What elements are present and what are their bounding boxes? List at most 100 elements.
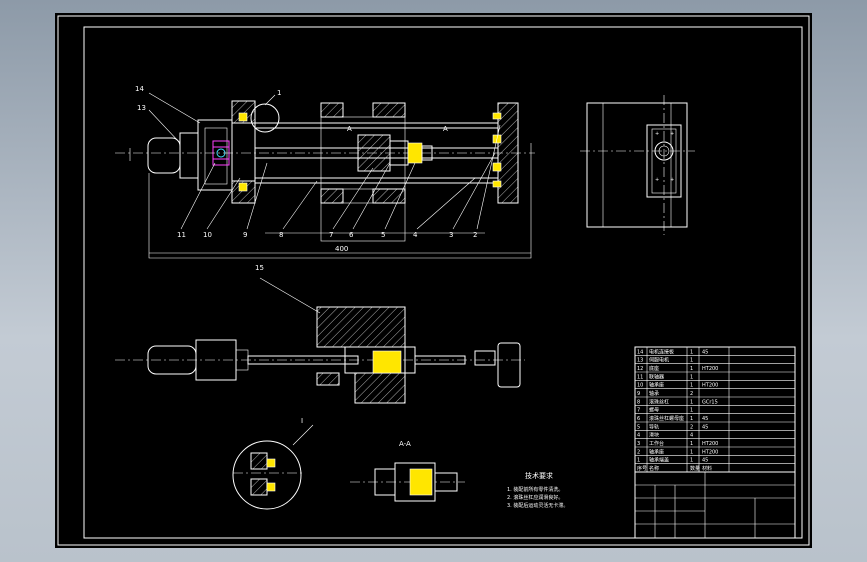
bom-cell: 轴承端盖 bbox=[649, 457, 669, 464]
bom-cell: 12 bbox=[637, 366, 643, 372]
bom-cell: GCr15 bbox=[702, 399, 718, 405]
svg-text:+: + bbox=[655, 131, 659, 137]
callout-11: 11 bbox=[177, 231, 186, 239]
callout-14: 14 bbox=[135, 85, 144, 93]
bom-cell: 11 bbox=[637, 374, 643, 380]
section-view: 15 bbox=[115, 264, 525, 404]
svg-text:+: + bbox=[655, 177, 659, 183]
tech-title: 技术要求 bbox=[525, 471, 553, 480]
bom-cell: 9 bbox=[637, 391, 640, 397]
bom-cell: 轴承座 bbox=[649, 448, 664, 455]
callout-3: 3 bbox=[449, 231, 453, 239]
tech-note-1: 1. 装配前所有零件清洗。 bbox=[507, 486, 563, 493]
tech-note-2: 2. 滚珠丝杠应润滑良好。 bbox=[507, 494, 563, 501]
outer-border bbox=[57, 15, 810, 546]
bom-cell: 45 bbox=[702, 416, 708, 422]
bom-cell: HT200 bbox=[702, 449, 718, 455]
drawing-canvas[interactable]: 400 A A 14 13 1 11 10 9 8 7 6 5 4 3 2 bbox=[55, 13, 812, 548]
drawing-sheet: 400 A A 14 13 1 11 10 9 8 7 6 5 4 3 2 bbox=[55, 13, 812, 548]
bom-header-cell: 序号 bbox=[637, 465, 647, 472]
callout-5: 5 bbox=[381, 231, 385, 239]
callout-2: 2 bbox=[473, 231, 477, 239]
callout-9: 9 bbox=[243, 231, 247, 239]
callout-10: 10 bbox=[203, 231, 212, 239]
bom-cell: HT200 bbox=[702, 383, 718, 389]
inner-frame bbox=[83, 26, 803, 539]
bom-cell: 联轴器 bbox=[649, 373, 664, 380]
bom-cell: 45 bbox=[702, 458, 708, 464]
bom-cell: 4 bbox=[637, 433, 640, 439]
bom-cell: 4 bbox=[690, 433, 693, 439]
bom-header-cell: 名称 bbox=[649, 465, 659, 472]
bom-cell: 6 bbox=[637, 416, 640, 422]
bom-cell: 滚珠丝杠 bbox=[649, 398, 669, 405]
bom-cell: 1 bbox=[690, 374, 693, 380]
bom-cell: 轴承 bbox=[649, 390, 659, 397]
callout-8: 8 bbox=[279, 231, 283, 239]
bom-cell: 1 bbox=[690, 349, 693, 355]
callout-1: 1 bbox=[277, 89, 281, 97]
section-aa-label: A-A bbox=[399, 440, 411, 448]
detail-view-I: I bbox=[232, 417, 314, 510]
technical-notes: 技术要求 1. 装配前所有零件清洗。 2. 滚珠丝杠应润滑良好。 3. 装配后运… bbox=[507, 471, 568, 509]
bom-cell: 7 bbox=[637, 408, 640, 414]
svg-text:+: + bbox=[670, 177, 674, 183]
bom-cell: 工作台 bbox=[649, 440, 664, 447]
ball-nut bbox=[357, 134, 391, 172]
bom-cell: 1 bbox=[637, 458, 640, 464]
title-block bbox=[634, 471, 796, 539]
bom-cell: 1 bbox=[690, 441, 693, 447]
bom-cell: 1 bbox=[690, 399, 693, 405]
bom-cell: 滑块 bbox=[649, 432, 659, 439]
callouts-top: 14 13 1 11 10 9 8 7 6 5 4 3 2 bbox=[135, 85, 501, 239]
bom-cell: 8 bbox=[637, 399, 640, 405]
section-mark-left: A bbox=[347, 125, 352, 133]
bom-cell: 1 bbox=[690, 458, 693, 464]
bom-header-cell: 数量 bbox=[690, 465, 700, 472]
tech-note-3: 3. 装配后运动灵活无卡滞。 bbox=[507, 502, 568, 509]
bom-cell: 电机连接板 bbox=[649, 348, 674, 355]
callout-7: 7 bbox=[329, 231, 333, 239]
bom-cell: 1 bbox=[690, 408, 693, 414]
dim-text: 400 bbox=[335, 245, 348, 253]
main-assembly-view: 400 A A bbox=[115, 100, 535, 259]
bom-cell: 45 bbox=[702, 424, 708, 430]
bom-cell: 1 bbox=[690, 416, 693, 422]
detail-circle-I bbox=[250, 103, 280, 133]
bom-cell: 螺母 bbox=[649, 407, 659, 414]
bom-cell: 1 bbox=[690, 383, 693, 389]
bom-cell: 1 bbox=[690, 358, 693, 364]
svg-text:+: + bbox=[670, 131, 674, 137]
section-mark-right: A bbox=[443, 125, 448, 133]
callout-13: 13 bbox=[137, 104, 146, 112]
bom-cell: 2 bbox=[690, 391, 693, 397]
detail-label: I bbox=[301, 417, 303, 425]
motor-body bbox=[147, 137, 181, 174]
bom-cell: 5 bbox=[637, 424, 640, 430]
callout-4: 4 bbox=[413, 231, 418, 239]
bom-cell: 14 bbox=[637, 349, 643, 355]
bom-cell: 滚珠丝杠螺母座 bbox=[649, 415, 684, 422]
bom-cell: 2 bbox=[637, 449, 640, 455]
bom-cell: 轴承座 bbox=[649, 382, 664, 389]
side-view: + + + + bbox=[580, 95, 695, 235]
bom-cell: 3 bbox=[637, 441, 640, 447]
bom-cell: 底座 bbox=[649, 365, 659, 372]
bom-cell: 13 bbox=[637, 358, 643, 364]
bom-cell: HT200 bbox=[702, 441, 718, 447]
callout-6: 6 bbox=[349, 231, 354, 239]
table-section bbox=[316, 306, 406, 348]
bom-cell: 导轨 bbox=[649, 423, 659, 430]
bom-header-cell: 材料 bbox=[702, 465, 712, 472]
bom-cell: 2 bbox=[690, 424, 693, 430]
bom-cell: 伺服电机 bbox=[649, 357, 669, 364]
callout-15: 15 bbox=[255, 264, 264, 272]
bom-cell: 1 bbox=[690, 449, 693, 455]
section-A-A: A-A bbox=[350, 440, 465, 502]
bom-cell: HT200 bbox=[702, 366, 718, 372]
bom-cell: 1 bbox=[690, 366, 693, 372]
bom-cell: 45 bbox=[702, 349, 708, 355]
bom-cell: 10 bbox=[637, 383, 643, 389]
